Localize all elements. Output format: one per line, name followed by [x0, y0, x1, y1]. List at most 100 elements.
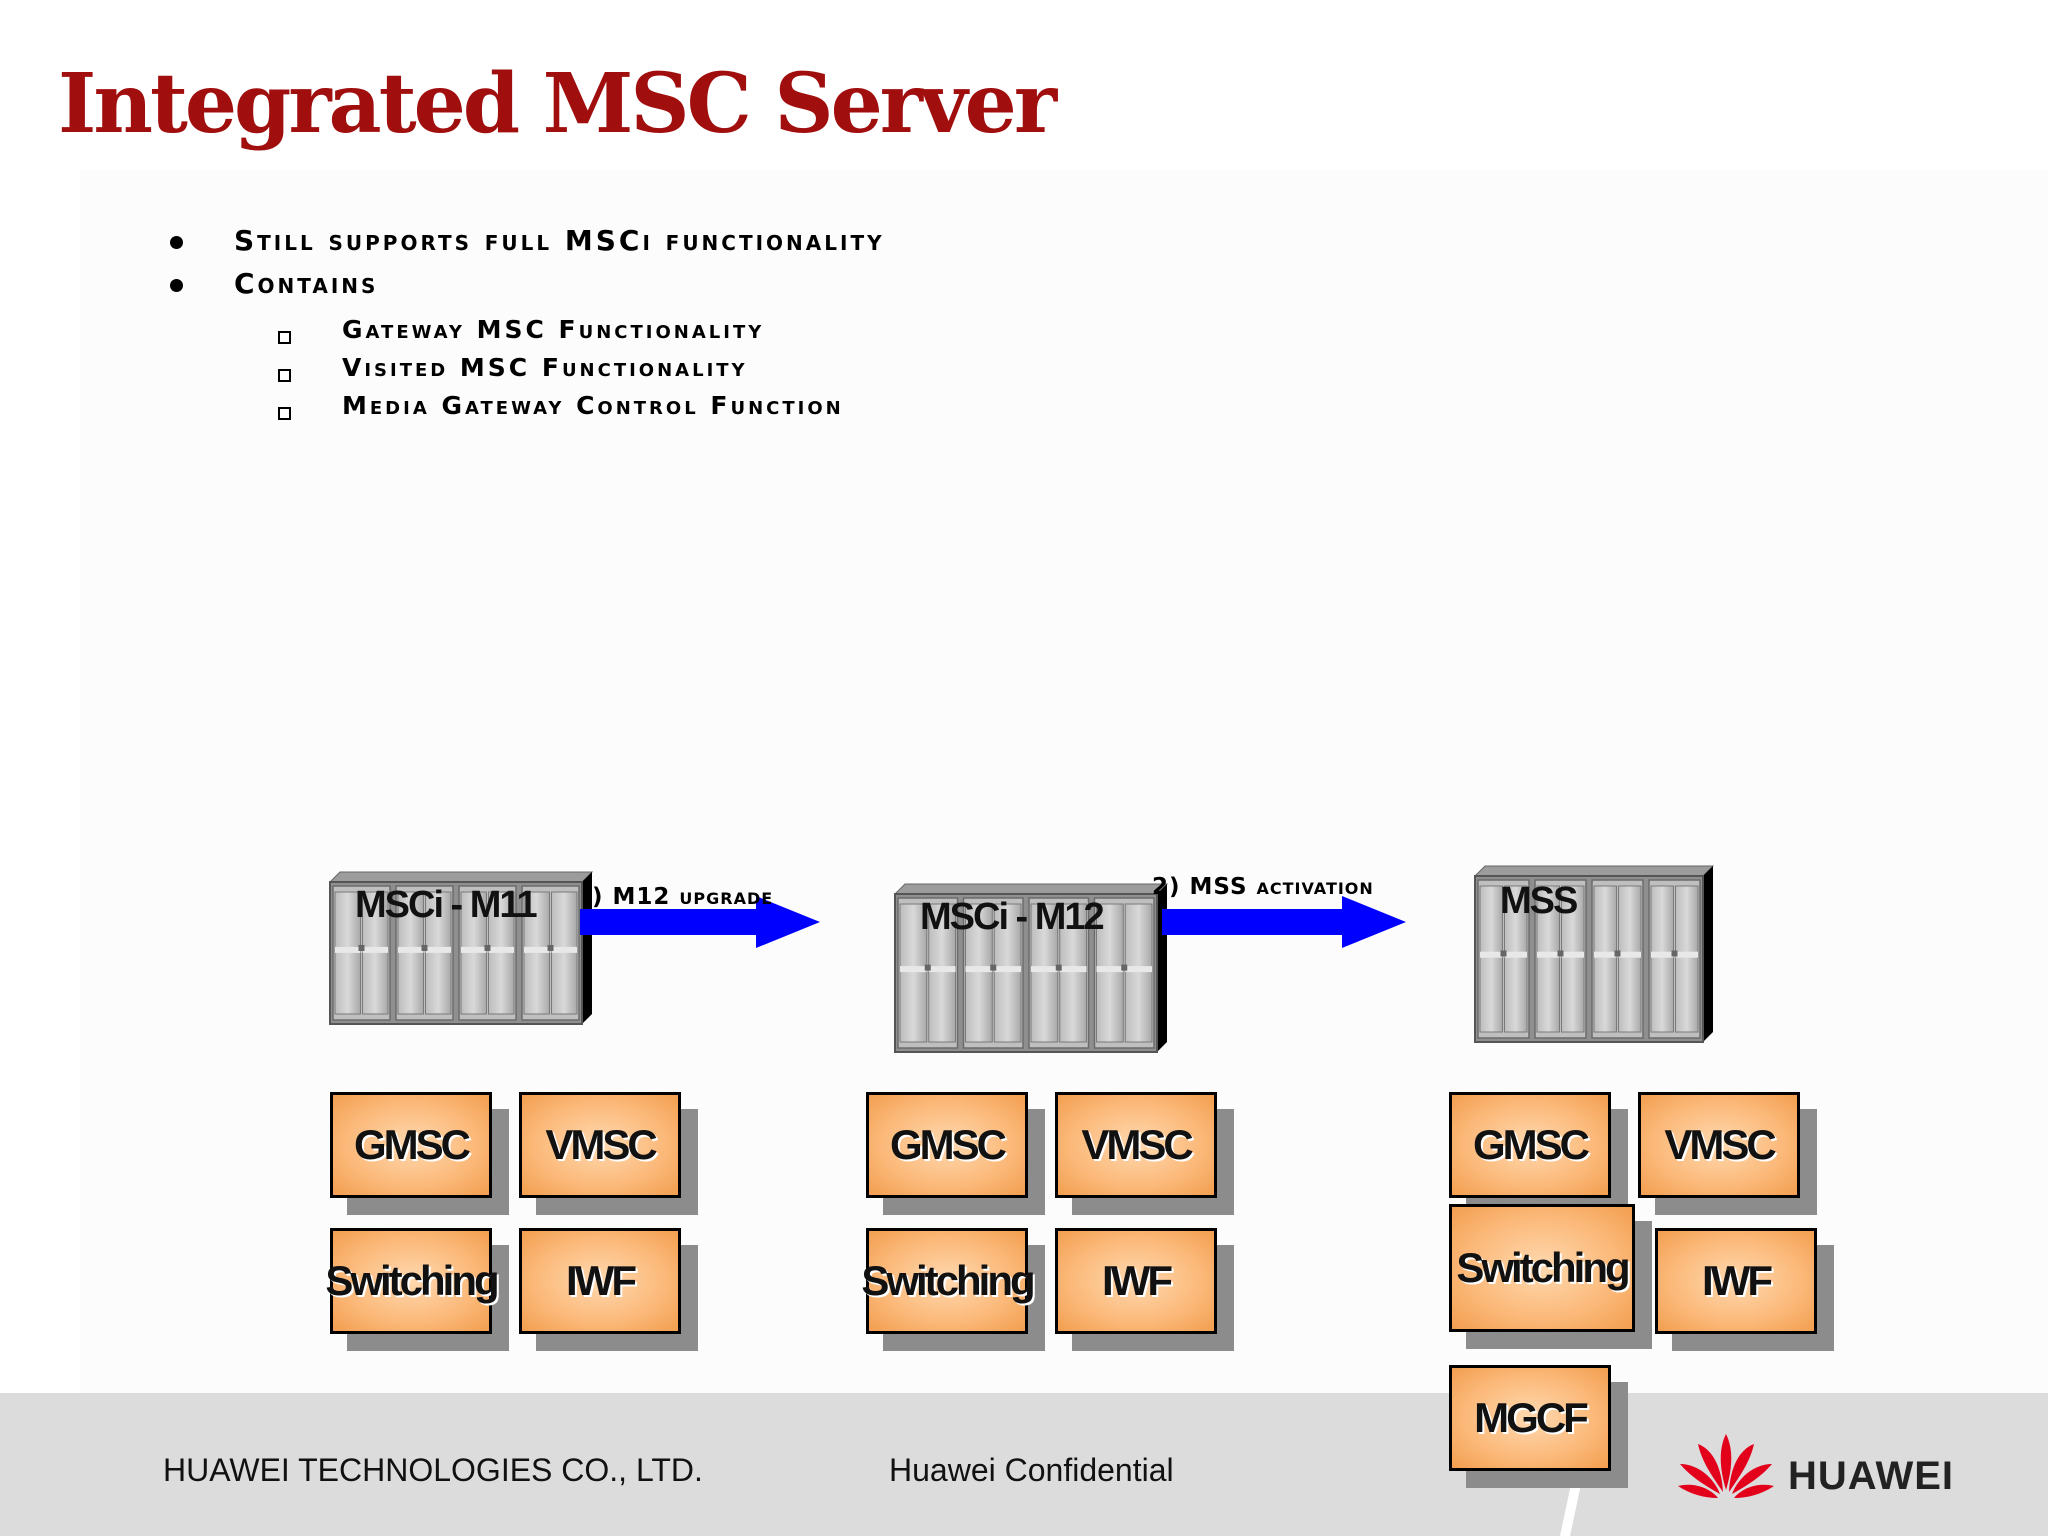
rack-msci-m11 [328, 871, 594, 1025]
rack-slot [1124, 903, 1153, 1043]
rack-slot-band [1651, 951, 1674, 958]
bullet-text: Visited MSC Functionality [342, 353, 748, 382]
switching-box: Switching [325, 1228, 500, 1334]
iwf-box: IWF [1655, 1228, 1817, 1334]
rack-slot [1479, 885, 1503, 1033]
rack-led [1055, 964, 1062, 971]
rack-slot [362, 891, 389, 1015]
rack-slot [1675, 885, 1699, 1033]
rack-label-msci-m12: MSCi - M12 [920, 896, 1105, 938]
box-label: GMSC [890, 1121, 1007, 1168]
box-label: GMSC [354, 1121, 471, 1168]
vmsc-box: VMSC [1055, 1092, 1217, 1198]
rack-slot-band [1594, 951, 1617, 958]
rack-led [990, 964, 997, 971]
rack-slot-band [1537, 951, 1560, 958]
rack-slot-band [1480, 951, 1503, 958]
rack-slot-band [1675, 951, 1698, 958]
rack-slot-band [994, 966, 1021, 973]
rack-led [1671, 950, 1678, 957]
gmsc-box: GMSC [330, 1092, 492, 1198]
rack-led [924, 964, 931, 971]
rack-label-msci-m11: MSCi - M11 [355, 884, 538, 926]
box-label: IWF [1102, 1257, 1173, 1304]
rack-slot [899, 903, 928, 1043]
rack-slot-band [551, 946, 577, 953]
rack-slot [928, 903, 956, 1043]
rack-slot [1536, 885, 1560, 1033]
rack-mss [1473, 865, 1715, 1043]
rack-slot [334, 891, 361, 1015]
rack-top [1473, 865, 1715, 877]
rack-slot-band [1059, 966, 1087, 973]
rack-led [421, 944, 428, 951]
square-bullet-icon [278, 407, 291, 420]
iwf-box: IWF [1055, 1228, 1217, 1334]
box-label: GMSC [1473, 1121, 1590, 1168]
upgrade-arrow [580, 896, 820, 948]
rack-slot [1059, 903, 1087, 1043]
rack-slot [425, 891, 452, 1015]
rack-msci-m12 [893, 883, 1169, 1053]
rack-slot-band [1031, 966, 1058, 973]
rack-slot-band [900, 966, 927, 973]
footer-confidential: Huawei Confidential [889, 1452, 1174, 1488]
box-label: Switching [325, 1257, 499, 1304]
gmsc-box: GMSC [1449, 1092, 1611, 1198]
box-label: IWF [566, 1257, 637, 1304]
bullet-text: Contains [234, 267, 379, 300]
rack-slot-band [461, 946, 487, 953]
rack-led [484, 944, 491, 951]
rack-slot [965, 903, 993, 1043]
bullet-dot-icon [170, 236, 183, 249]
activation-arrow [1162, 896, 1406, 948]
switching-box: Switching [861, 1228, 1036, 1334]
rack-led [1121, 964, 1128, 971]
rack-slot [1593, 885, 1617, 1033]
rack-slot [1650, 885, 1674, 1033]
bullet-dot-icon [170, 279, 183, 292]
rack-slot-band [488, 946, 514, 953]
rack-side [582, 872, 592, 1024]
box-label: IWF [1702, 1257, 1773, 1304]
huawei-logo-icon [1678, 1434, 1774, 1498]
square-bullet-icon [278, 331, 291, 344]
rack-slot-band [524, 946, 550, 953]
mgcf-box: MGCF [1449, 1365, 1611, 1471]
rack-slot [1030, 903, 1059, 1043]
rack-side [1703, 866, 1713, 1042]
rack-label-mss: MSS [1500, 880, 1578, 922]
bullet-text: Still supports full MSCi functionality [234, 224, 885, 257]
rack-slot [1504, 885, 1528, 1033]
box-label: VMSC [1081, 1121, 1193, 1168]
rack-slot [551, 891, 578, 1015]
rack-led [1557, 950, 1564, 957]
rack-slot-band [1561, 951, 1584, 958]
slide-title: Integrated MSC Server [58, 56, 1057, 152]
box-label: Switching [1456, 1244, 1630, 1291]
rack-slot [460, 891, 487, 1015]
iwf-box: IWF [519, 1228, 681, 1334]
rack-slot-band [928, 966, 956, 973]
vmsc-box: VMSC [1638, 1092, 1800, 1198]
rack-slot-band [1096, 966, 1124, 973]
rack-slot-band [335, 946, 361, 953]
switching-box: Switching [1449, 1204, 1635, 1332]
rack-slot [993, 903, 1022, 1043]
rack-slot-band [425, 946, 451, 953]
rack-slot-band [398, 946, 424, 953]
gmsc-box: GMSC [866, 1092, 1028, 1198]
rack-top [328, 871, 594, 883]
rack-slot-band [362, 946, 388, 953]
rack-slot-band [1504, 951, 1527, 958]
arrow-label-upgrade: ) M12 upgrade [592, 884, 774, 910]
rack-slot [1096, 903, 1124, 1043]
rack-slot-band [1125, 966, 1152, 973]
rack-led [1500, 950, 1507, 957]
footer-company: HUAWEI TECHNOLOGIES CO., LTD. [163, 1452, 703, 1488]
rack-slot [488, 891, 515, 1015]
rack-slot [1561, 885, 1585, 1033]
rack-led [358, 944, 365, 951]
